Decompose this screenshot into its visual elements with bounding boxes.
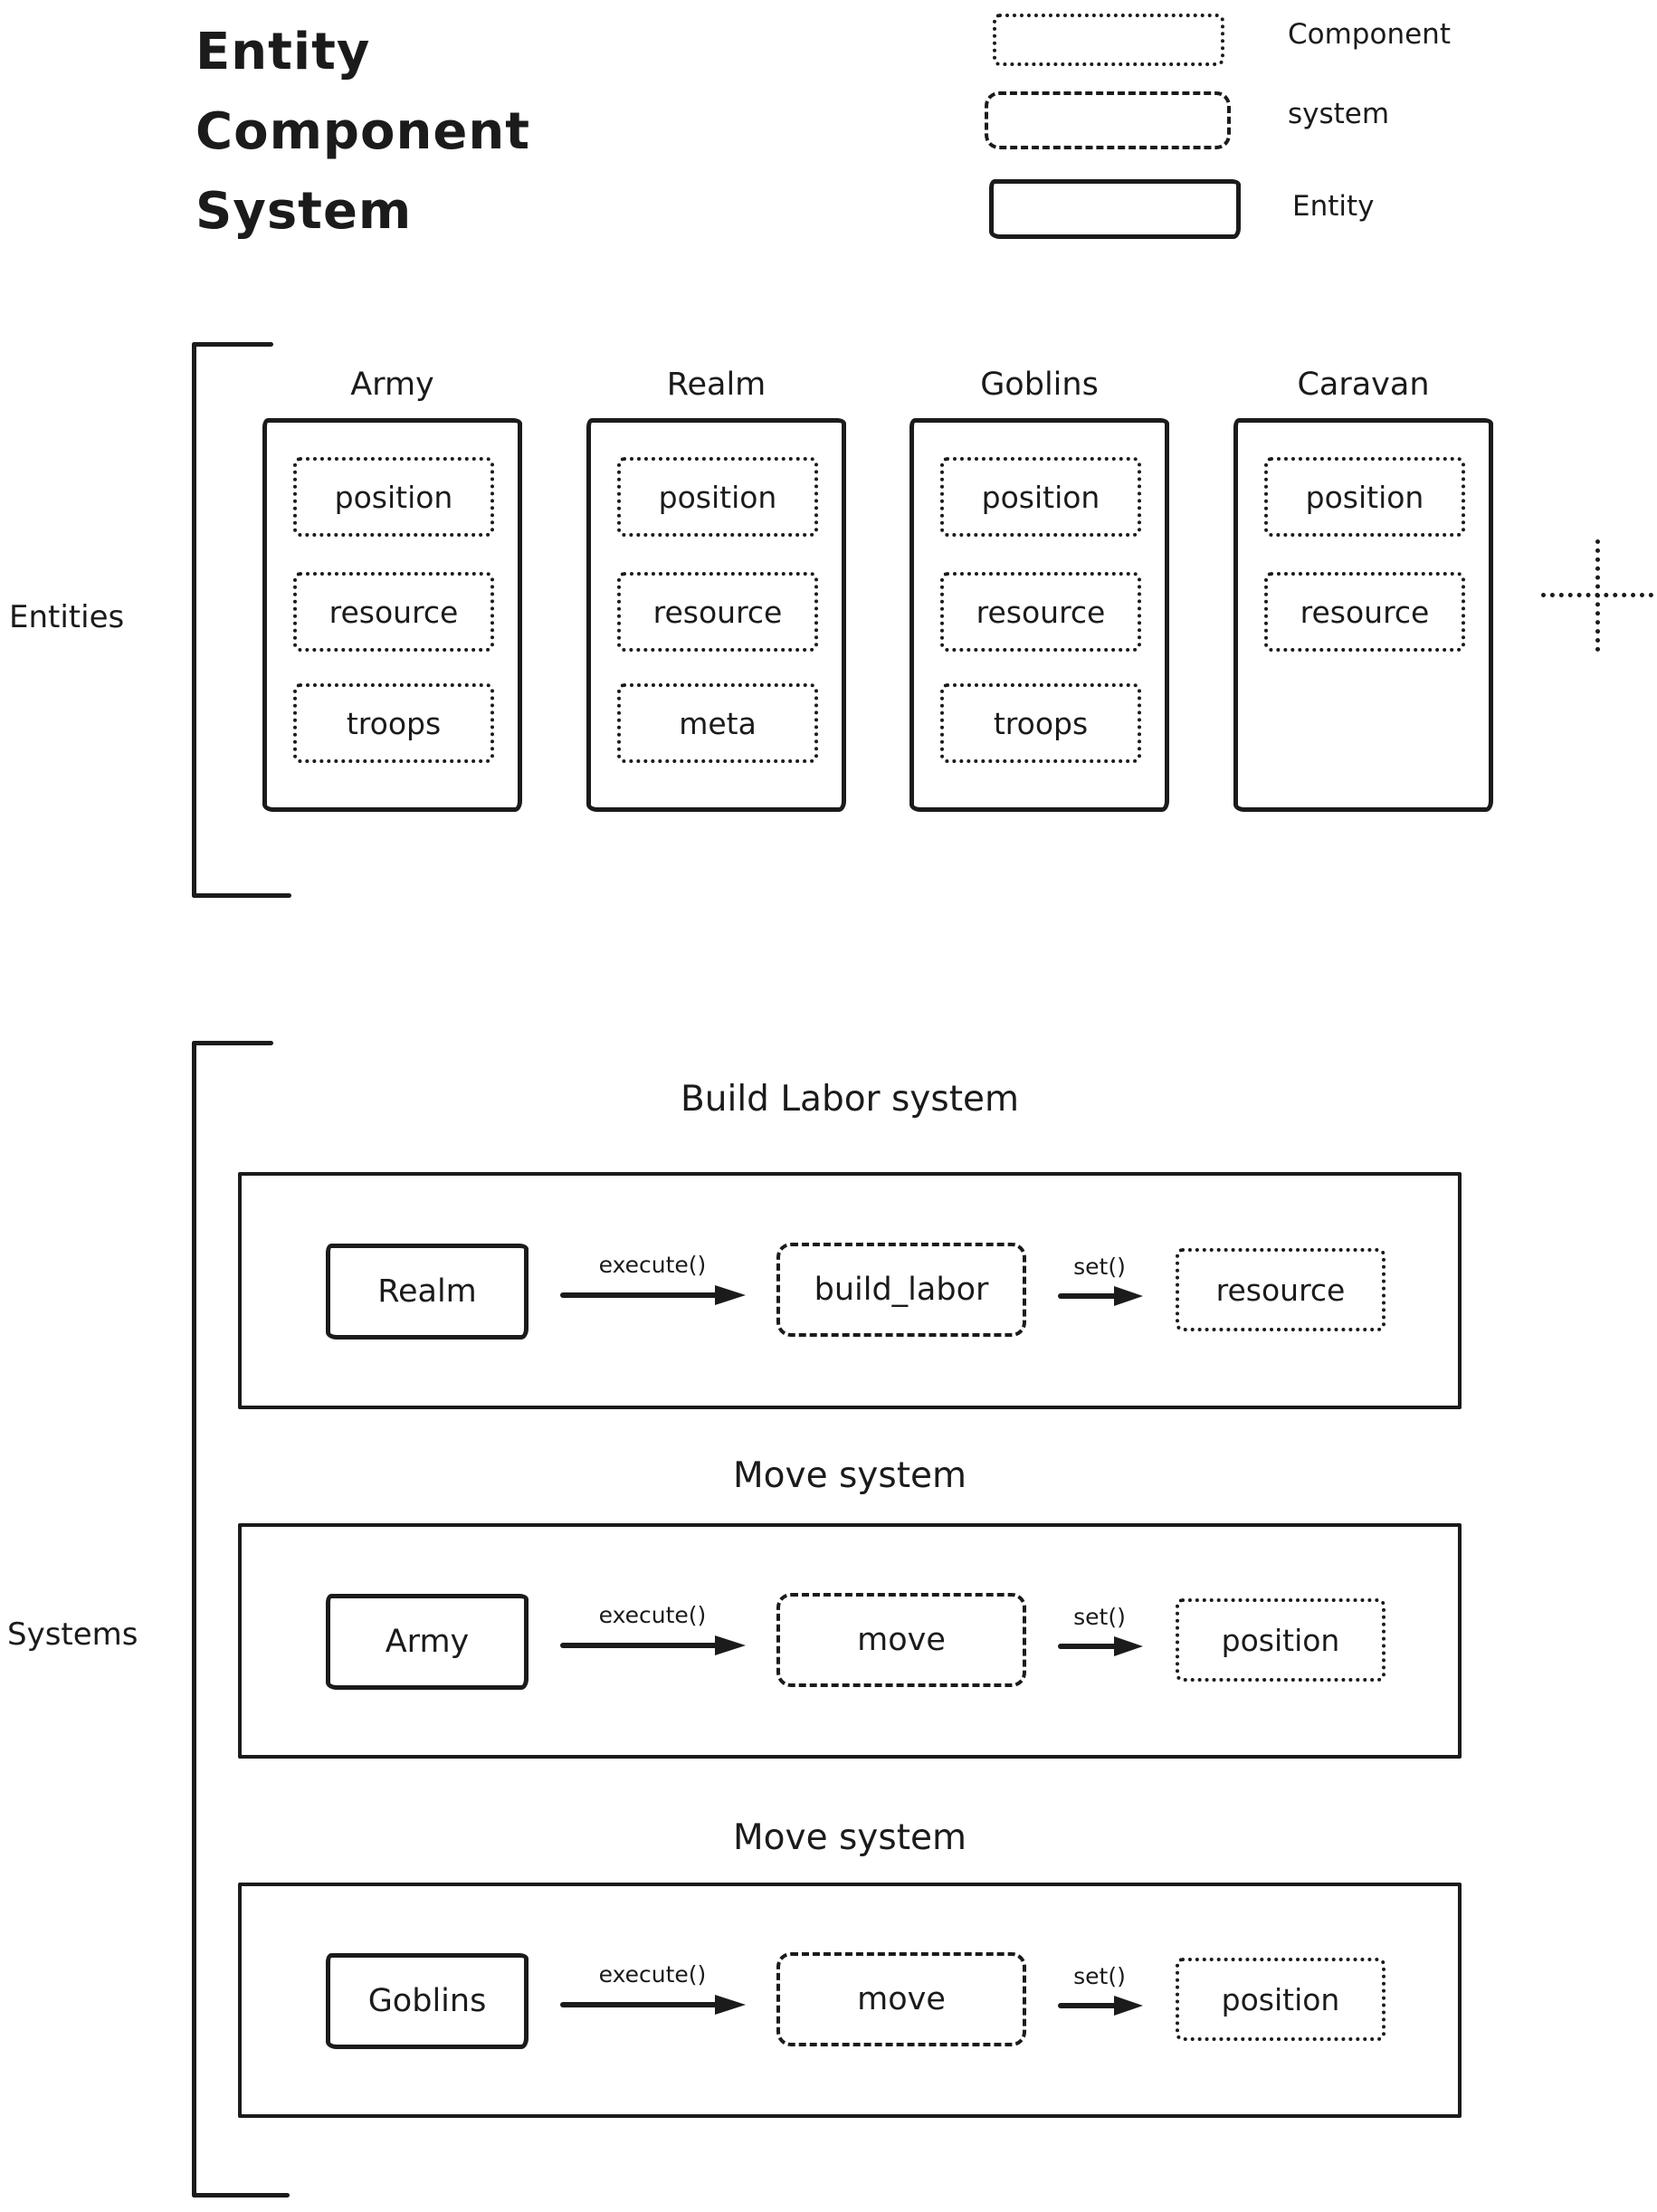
entities-bracket bbox=[192, 342, 196, 898]
set-arrow-label: set() bbox=[1073, 1604, 1126, 1630]
component-box: position bbox=[293, 457, 494, 537]
entity-card-caravan: position resource bbox=[1233, 418, 1493, 812]
systems-bracket-bottom-arm bbox=[192, 2193, 290, 2198]
system-row-move-army: Army execute() move set() position bbox=[238, 1523, 1462, 1759]
component-box: resource bbox=[1264, 572, 1465, 652]
page-title-line-1: Entity bbox=[195, 23, 371, 81]
legend-component-label: Component bbox=[1288, 18, 1451, 51]
component-box: meta bbox=[617, 683, 818, 763]
legend-component-swatch bbox=[993, 14, 1224, 66]
system-component-box: resource bbox=[1176, 1248, 1386, 1331]
set-arrow-label: set() bbox=[1073, 1254, 1126, 1280]
legend-system-swatch bbox=[985, 91, 1231, 149]
execute-arrow-label: execute() bbox=[598, 1252, 707, 1278]
entities-bracket-top-arm bbox=[192, 342, 273, 347]
component-box: resource bbox=[293, 572, 494, 652]
system-title-build-labor: Build Labor system bbox=[681, 1079, 1019, 1120]
system-fn-box: move bbox=[776, 1952, 1026, 2046]
component-box: position bbox=[617, 457, 818, 537]
more-entities-plus-icon bbox=[1595, 539, 1600, 652]
system-component-box: position bbox=[1176, 1598, 1386, 1682]
entity-card-goblins: position resource troops bbox=[909, 418, 1169, 812]
set-arrow-icon bbox=[1058, 1286, 1143, 1306]
system-entity-box: Army bbox=[326, 1594, 529, 1690]
entity-card-title-goblins: Goblins bbox=[980, 367, 1099, 403]
page-title: Entity Component System bbox=[195, 13, 530, 252]
legend-entity-swatch bbox=[989, 179, 1241, 239]
component-box: troops bbox=[293, 683, 494, 763]
system-title-move-army: Move system bbox=[733, 1455, 967, 1496]
entity-card-title-realm: Realm bbox=[666, 367, 767, 403]
execute-arrow-icon bbox=[560, 1285, 746, 1305]
execute-arrow-label: execute() bbox=[598, 1602, 707, 1628]
entity-card-army: position resource troops bbox=[262, 418, 522, 812]
entities-bracket-bottom-arm bbox=[192, 893, 291, 898]
execute-arrow-icon bbox=[560, 1635, 746, 1655]
entity-card-title-army: Army bbox=[350, 367, 434, 403]
entity-card-title-caravan: Caravan bbox=[1297, 367, 1430, 403]
systems-bracket bbox=[192, 1041, 196, 2198]
system-row-build-labor: Realm execute() build_labor set() resour… bbox=[238, 1172, 1462, 1409]
set-arrow-icon bbox=[1058, 1636, 1143, 1656]
system-title-move-goblins: Move system bbox=[733, 1817, 967, 1858]
page-title-line-3: System bbox=[195, 182, 413, 241]
entity-card-realm: position resource meta bbox=[586, 418, 846, 812]
set-arrow-label: set() bbox=[1073, 1963, 1126, 1989]
legend-entity-label: Entity bbox=[1292, 190, 1375, 223]
component-box: resource bbox=[940, 572, 1141, 652]
component-box: position bbox=[940, 457, 1141, 537]
component-box: position bbox=[1264, 457, 1465, 537]
component-box: resource bbox=[617, 572, 818, 652]
component-box: troops bbox=[940, 683, 1141, 763]
system-fn-box: build_labor bbox=[776, 1243, 1026, 1337]
legend-system-label: system bbox=[1288, 98, 1390, 130]
system-entity-box: Realm bbox=[326, 1244, 529, 1340]
set-arrow-icon bbox=[1058, 1996, 1143, 2016]
system-component-box: position bbox=[1176, 1958, 1386, 2041]
system-fn-box: move bbox=[776, 1593, 1026, 1687]
systems-section-label: Systems bbox=[7, 1616, 138, 1653]
entities-section-label: Entities bbox=[9, 599, 125, 635]
execute-arrow-icon bbox=[560, 1995, 746, 2015]
systems-bracket-top-arm bbox=[192, 1041, 273, 1045]
system-entity-box: Goblins bbox=[326, 1953, 529, 2049]
execute-arrow-label: execute() bbox=[598, 1961, 707, 1988]
system-row-move-goblins: Goblins execute() move set() position bbox=[238, 1883, 1462, 2118]
page-title-line-2: Component bbox=[195, 102, 530, 161]
